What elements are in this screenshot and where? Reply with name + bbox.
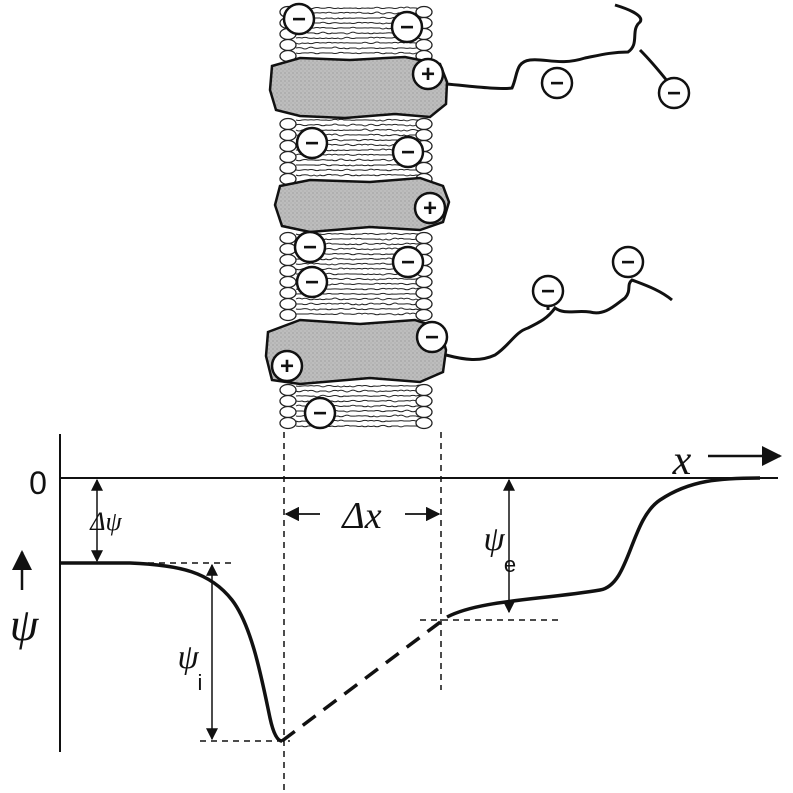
delta-x-label: Δx bbox=[340, 495, 381, 537]
lipid-head bbox=[280, 396, 296, 407]
svg-text:−: − bbox=[313, 400, 327, 427]
positive-charge-icon: + bbox=[415, 193, 445, 223]
lipid-head bbox=[416, 396, 432, 407]
lipid-tail bbox=[296, 303, 428, 305]
svg-text:+: + bbox=[421, 61, 435, 88]
psi-e-label: ψ bbox=[483, 521, 505, 558]
negative-charge-icon: − bbox=[393, 137, 423, 167]
lipid-head bbox=[416, 40, 432, 51]
svg-text:−: − bbox=[305, 269, 319, 296]
positive-charge-icon: + bbox=[413, 59, 443, 89]
negative-charge-icon: − bbox=[417, 322, 447, 352]
svg-text:+: + bbox=[280, 353, 294, 380]
psi-i-label: ψ bbox=[177, 639, 199, 676]
lipid-tail bbox=[296, 390, 428, 392]
negative-charge-icon: − bbox=[533, 276, 563, 306]
psi-axis-label: ψ bbox=[10, 599, 40, 650]
lipid-tail bbox=[296, 119, 428, 121]
lipid-tail bbox=[296, 124, 428, 126]
lipid-head bbox=[416, 299, 432, 310]
lipid-head bbox=[416, 233, 432, 244]
lipid-tail bbox=[296, 313, 428, 315]
lipid-head bbox=[416, 407, 432, 418]
lipid-head bbox=[416, 119, 432, 130]
svg-text:−: − bbox=[667, 80, 681, 107]
lipid-head bbox=[280, 288, 296, 299]
svg-text:−: − bbox=[541, 278, 555, 305]
lipid-head bbox=[280, 233, 296, 244]
svg-text:−: − bbox=[401, 139, 415, 166]
negative-charge-icon: − bbox=[295, 232, 325, 262]
lipid-head bbox=[416, 288, 432, 299]
lipid-head bbox=[280, 255, 296, 266]
svg-text:−: − bbox=[425, 324, 439, 351]
lipid-head bbox=[280, 141, 296, 152]
negative-charge-icon: − bbox=[305, 398, 335, 428]
negative-charge-icon: − bbox=[659, 78, 689, 108]
negative-charge-icon: − bbox=[284, 4, 314, 34]
psi-i-subscript: i bbox=[198, 670, 203, 695]
x-axis-label: x bbox=[672, 438, 692, 484]
lipid-head bbox=[280, 385, 296, 396]
lipid-tail bbox=[296, 47, 428, 49]
negative-charge-icon: − bbox=[542, 68, 572, 98]
membrane: −−+−−+−−−−+−−−−− bbox=[266, 4, 689, 429]
lipid-tail bbox=[296, 169, 428, 171]
lipid-head bbox=[280, 119, 296, 130]
lipid-tail bbox=[296, 395, 428, 397]
svg-text:−: − bbox=[401, 249, 415, 276]
lipid-head bbox=[280, 244, 296, 255]
lipid-tail bbox=[296, 385, 428, 387]
lipid-head bbox=[416, 277, 432, 288]
lipid-head bbox=[280, 266, 296, 277]
lipid-head bbox=[416, 130, 432, 141]
lipid-head bbox=[280, 310, 296, 321]
negative-charge-icon: − bbox=[393, 247, 423, 277]
lipid-head bbox=[280, 299, 296, 310]
svg-text:+: + bbox=[423, 195, 437, 222]
lipid-head bbox=[280, 163, 296, 174]
positive-charge-icon: + bbox=[272, 351, 302, 381]
svg-text:−: − bbox=[550, 70, 564, 97]
lipid-tail bbox=[296, 174, 428, 176]
lipid-tail bbox=[296, 52, 428, 54]
lipid-head bbox=[280, 152, 296, 163]
zero-label: 0 bbox=[29, 465, 47, 501]
lipid-head bbox=[416, 385, 432, 396]
svg-text:−: − bbox=[621, 249, 635, 276]
svg-text:−: − bbox=[305, 130, 319, 157]
svg-text:−: − bbox=[292, 6, 306, 33]
delta-psi-label: Δψ bbox=[89, 507, 122, 536]
svg-text:−: − bbox=[400, 14, 414, 41]
svg-text:−: − bbox=[303, 234, 317, 261]
potential-curve-membrane bbox=[282, 617, 447, 741]
lipid-tail bbox=[296, 308, 428, 310]
lipid-head bbox=[280, 40, 296, 51]
lipid-head bbox=[416, 418, 432, 429]
psi-e-subscript: e bbox=[504, 552, 516, 577]
lipid-head bbox=[280, 130, 296, 141]
potential-curve-inner bbox=[60, 563, 282, 741]
lipid-head bbox=[280, 418, 296, 429]
lipid-head bbox=[416, 310, 432, 321]
lipid-tail bbox=[296, 7, 428, 9]
negative-charge-icon: − bbox=[297, 267, 327, 297]
lipid-head bbox=[280, 277, 296, 288]
potential-plot: 0 x ψ Δψ Δx ψ i ψ e bbox=[10, 432, 780, 790]
negative-charge-icon: − bbox=[297, 128, 327, 158]
negative-charge-icon: − bbox=[392, 12, 422, 42]
negative-charge-icon: − bbox=[613, 247, 643, 277]
lipid-tail bbox=[296, 298, 428, 300]
lipid-head bbox=[280, 407, 296, 418]
